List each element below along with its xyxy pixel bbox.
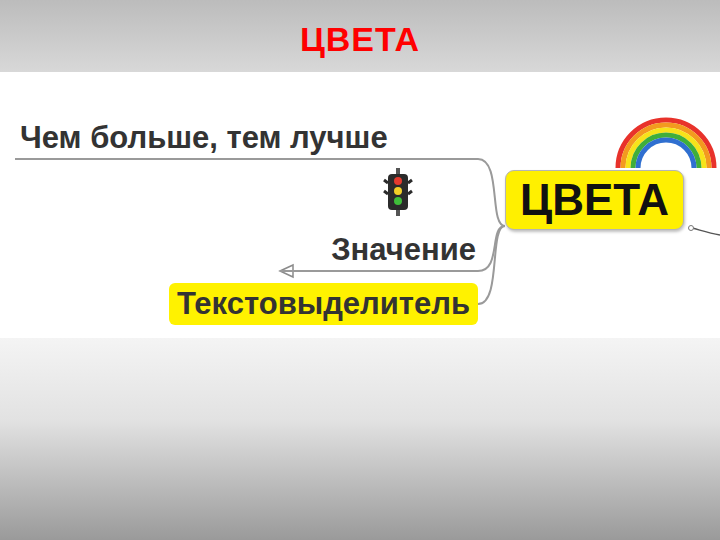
branch-topic: Значение <box>280 232 478 272</box>
outgoing-branch <box>689 226 720 236</box>
traffic-light <box>384 168 412 216</box>
highlighted-topic: Текстовыделитель <box>169 283 478 325</box>
topic-text: Значение <box>331 232 476 267</box>
branch-line <box>478 226 505 304</box>
slide-title: ЦВЕТА <box>0 20 720 59</box>
branch-topic: Чем больше, тем лучше <box>15 120 478 160</box>
topic-text: Текстовыделитель <box>177 286 470 321</box>
branch-line <box>478 226 505 271</box>
topic-text: ЦВЕТА <box>520 175 669 224</box>
topic-text: Чем больше, тем лучше <box>20 120 388 155</box>
rainbow <box>618 120 714 168</box>
central-topic: ЦВЕТА <box>505 170 684 230</box>
branch-line <box>478 159 505 226</box>
